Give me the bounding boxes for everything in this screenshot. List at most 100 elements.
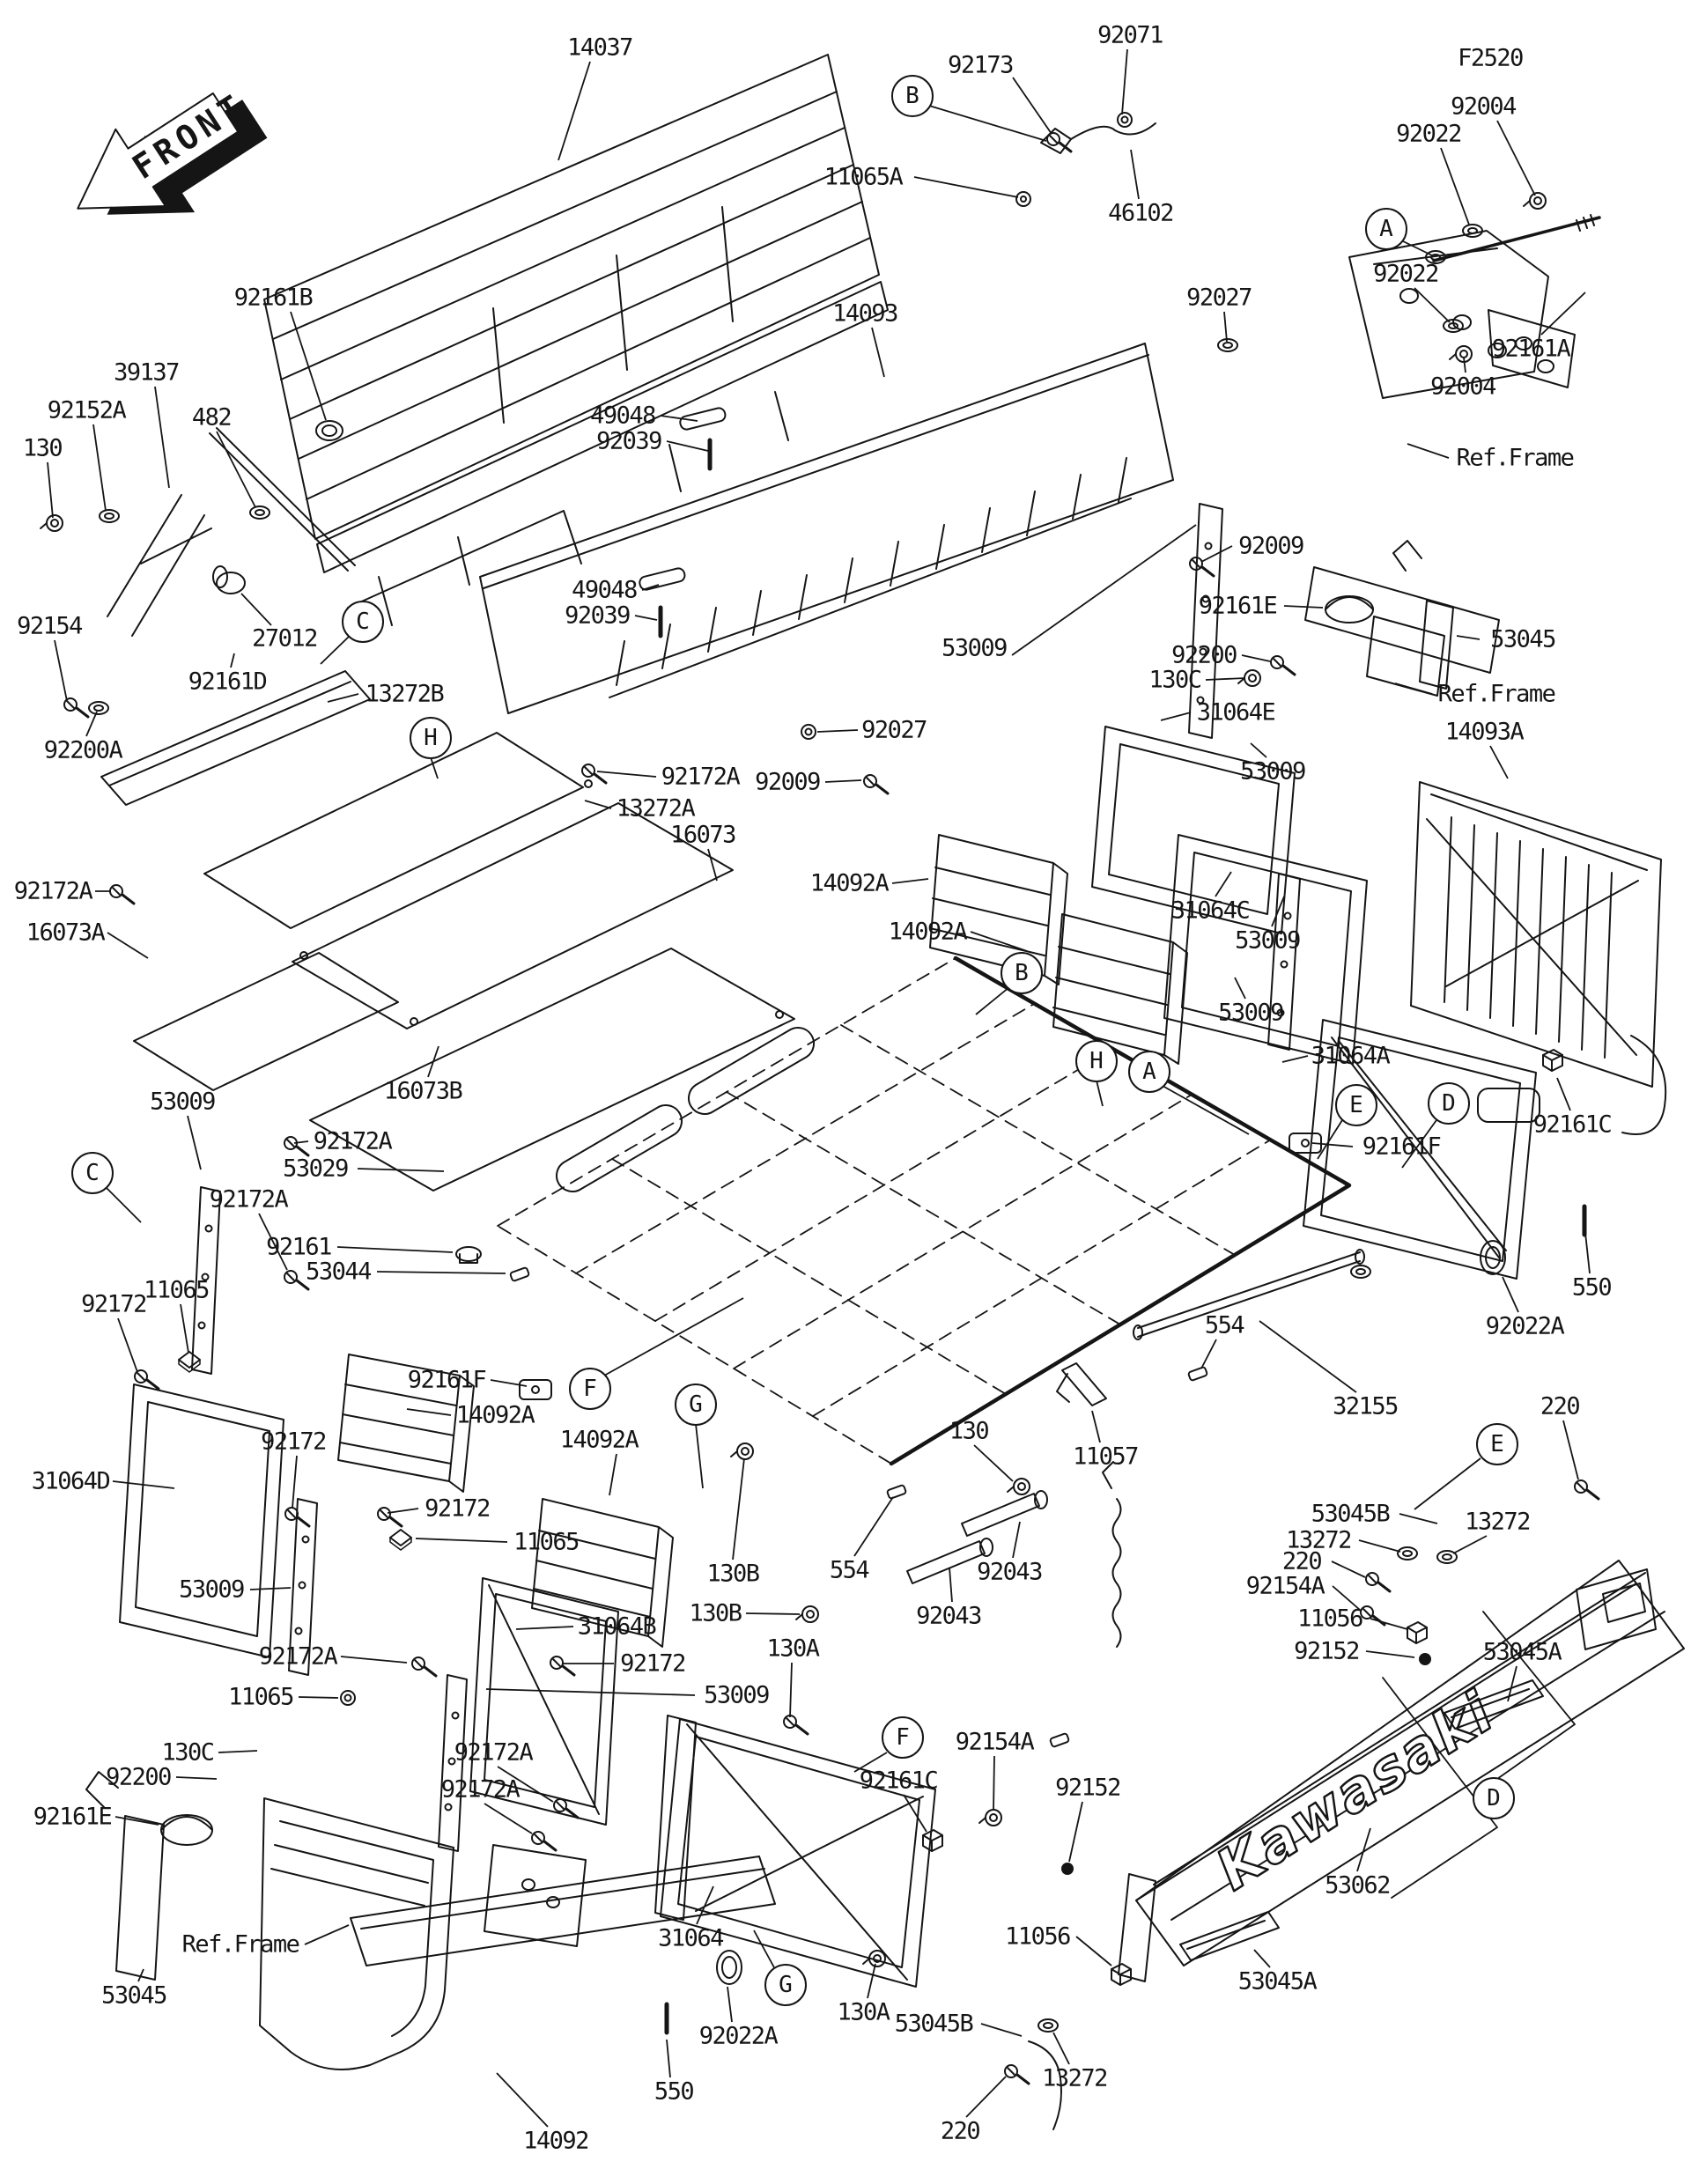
leader-line [1283, 605, 1324, 609]
part-reflectors-53045A [1179, 1679, 1544, 1961]
callout-circle-g: G [764, 1964, 807, 2006]
leader-line [666, 2039, 671, 2078]
leader-line [1241, 654, 1271, 662]
part-label-92172a: 92172A [13, 877, 93, 905]
leader-line [707, 848, 718, 882]
leader-line [175, 1776, 218, 1780]
part-label-14092: 14092 [523, 2127, 589, 2155]
callout-circle-e: E [1476, 1423, 1518, 1465]
leader-line [965, 2076, 1007, 2118]
part-label-11065: 11065 [228, 1683, 294, 1711]
part-label-31064e: 31064E [1196, 698, 1276, 727]
part-bracket-11057 [1056, 1362, 1107, 1406]
leader-line [973, 1444, 1014, 1482]
leader-line [1121, 48, 1128, 115]
leader-line [496, 2072, 549, 2128]
leader-line [387, 1508, 419, 1514]
leader-line [641, 584, 660, 591]
leader-line [975, 986, 1010, 1015]
part-label-ref-frame: Ref.Frame [1456, 444, 1575, 472]
leader-line [913, 176, 1019, 198]
leader-line [1317, 1119, 1343, 1160]
part-frame-31064D [119, 1383, 284, 1658]
part-label-53029: 53029 [283, 1155, 349, 1183]
part-frame-31064B [469, 1577, 619, 1826]
part-label-92161b: 92161B [233, 284, 314, 312]
leader-line [745, 1612, 801, 1615]
leader-line [1215, 871, 1232, 897]
leader-line [497, 1766, 554, 1803]
leader-line [485, 1688, 696, 1696]
callout-circle-b: B [891, 75, 934, 117]
part-label-ref-frame: Ref.Frame [1437, 680, 1556, 708]
part-label-13272a: 13272A [616, 794, 696, 823]
leader-line [584, 800, 612, 809]
part-label-130a: 130A [766, 1634, 820, 1663]
leader-line [1253, 1949, 1271, 1968]
part-frame-31064 [654, 1715, 936, 1988]
leader-line [789, 1662, 793, 1718]
part-label-92043: 92043 [977, 1558, 1043, 1586]
part-label-220: 220 [1281, 1547, 1323, 1575]
leader-line [515, 1626, 574, 1630]
part-label-13272: 13272 [1042, 2064, 1108, 2092]
part-frame-31064E [1091, 726, 1296, 934]
leader-line [340, 1656, 408, 1664]
part-label-53009: 53009 [1235, 926, 1301, 955]
part-label-92172a: 92172A [209, 1185, 289, 1214]
leader-line [180, 1303, 189, 1354]
part-label-92022: 92022 [1373, 260, 1439, 288]
leader-line [1130, 149, 1140, 200]
leader-line [1200, 545, 1233, 563]
part-label-92152: 92152 [1294, 1637, 1360, 1665]
leader-line [1250, 742, 1267, 758]
callout-circle-g: G [675, 1383, 717, 1426]
part-label-53045: 53045 [1490, 625, 1556, 653]
leader-line [696, 1885, 714, 1925]
leader-line [376, 1271, 506, 1274]
part-label-53009: 53009 [941, 634, 1008, 662]
part-support-39137 [107, 420, 356, 637]
part-label-92152: 92152 [1055, 1774, 1121, 1802]
leader-line [320, 634, 351, 665]
part-label-92154a: 92154A [955, 1728, 1035, 1756]
leader-line [406, 1408, 452, 1416]
leader-line [1162, 1085, 1250, 1135]
part-label-92154a: 92154A [1245, 1572, 1325, 1600]
leader-line [853, 1752, 888, 1773]
leader-line [484, 1803, 533, 1834]
part-label-92172a: 92172A [661, 763, 741, 791]
part-label-92161c: 92161C [859, 1767, 939, 1795]
part-label-92161e: 92161E [1198, 592, 1278, 620]
part-bed-handles [556, 1026, 815, 1193]
leader-line [1407, 443, 1450, 459]
leader-line [1584, 1232, 1591, 1274]
part-label-92161: 92161 [266, 1233, 332, 1261]
part-label-554: 554 [1204, 1311, 1245, 1339]
leader-line [928, 105, 1047, 142]
part-label-53009: 53009 [150, 1088, 216, 1116]
leader-line [558, 61, 591, 161]
callout-circle-h: H [410, 717, 452, 759]
leader-line [993, 1755, 995, 1811]
leader-line [853, 1496, 894, 1557]
leader-line [1068, 1801, 1083, 1863]
leader-line [1502, 1276, 1519, 1313]
part-label-53009: 53009 [704, 1681, 770, 1709]
leader-line [249, 1587, 292, 1590]
part-label-14092a: 14092A [809, 869, 890, 897]
part-label-92200: 92200 [1171, 641, 1237, 669]
leader-line [634, 615, 658, 621]
part-label-130: 130 [949, 1417, 990, 1445]
leader-line [216, 431, 256, 508]
part-label-92022: 92022 [1396, 120, 1462, 148]
leader-line [753, 1929, 776, 1970]
part-label-11056: 11056 [1005, 1922, 1071, 1951]
leader-line [304, 1924, 350, 1945]
part-label-53009: 53009 [1240, 757, 1306, 786]
part-label-53045a: 53045A [1237, 1967, 1318, 1996]
part-label-92027: 92027 [1186, 284, 1252, 312]
part-label-92172: 92172 [261, 1428, 327, 1456]
